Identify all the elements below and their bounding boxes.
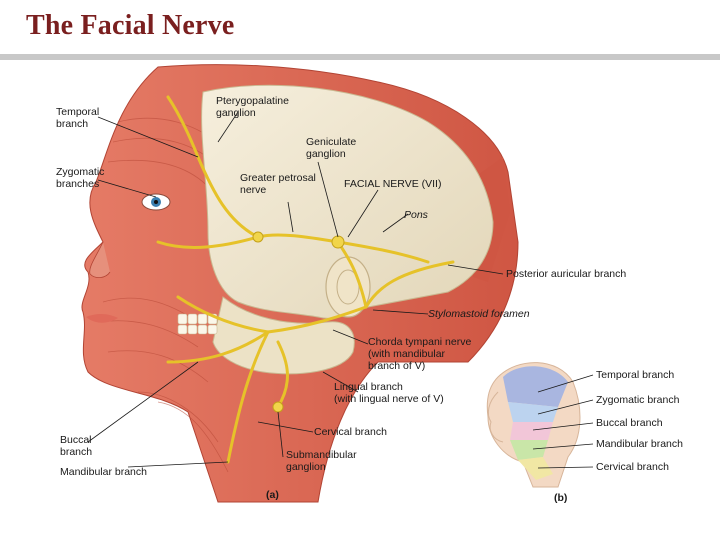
label-geniculate-ganglion: Geniculate ganglion — [306, 136, 357, 160]
region-mandibular — [510, 440, 548, 460]
label-zygomatic-branches: Zygomatic branches — [56, 166, 105, 190]
label-pterygopalatine-ganglion: Pterygopalatine ganglion — [216, 95, 289, 119]
panel-b-profile — [487, 391, 504, 443]
panel-a-label: (a) — [266, 489, 279, 501]
label-chorda-tympani-nerve: Chorda tympani nerve (with mandibular br… — [368, 336, 472, 372]
teeth — [177, 313, 218, 335]
panel-b-head — [486, 362, 581, 488]
label-posterior-auricular-branch: Posterior auricular branch — [506, 268, 627, 280]
label-b-cervical-branch: Cervical branch — [596, 461, 669, 473]
region-buccal — [510, 422, 553, 440]
pupil — [154, 200, 158, 204]
title-divider — [0, 54, 720, 60]
label-mandibular-branch: Mandibular branch — [60, 466, 147, 478]
region-cervical — [518, 457, 553, 480]
label-b-mandibular-branch: Mandibular branch — [596, 438, 683, 450]
label-greater-petrosal-nerve: Greater petrosal nerve — [240, 172, 316, 196]
facial-nerve-paths — [156, 95, 455, 464]
nose — [89, 241, 111, 278]
slide-title: The Facial Nerve — [26, 10, 235, 41]
mandible-bone — [212, 296, 355, 375]
lips — [86, 314, 118, 323]
pointer-lines-b — [532, 374, 594, 469]
label-b-temporal-branch: Temporal branch — [596, 369, 675, 381]
label-facial-nerve-vii: FACIAL NERVE (VII) — [344, 178, 442, 190]
anatomy-illustration — [81, 64, 594, 503]
label-lingual-branch: Lingual branch (with lingual nerve of V) — [334, 381, 444, 405]
label-temporal-branch: Temporal branch — [56, 106, 100, 130]
label-b-zygomatic-branch: Zygomatic branch — [596, 394, 680, 406]
label-stylomastoid-foramen: Stylomastoid foramen — [428, 308, 530, 320]
label-buccal-branch: Buccal branch — [60, 434, 93, 458]
label-cervical-branch: Cervical branch — [314, 426, 387, 438]
label-pons: Pons — [404, 209, 428, 221]
facial-nerve-figure: Temporal branch Zygomatic branches Ptery… — [48, 62, 688, 512]
panel-b-label: (b) — [554, 492, 568, 504]
region-zygomatic — [508, 402, 558, 422]
label-submandibular-ganglion: Submandibular ganglion — [286, 449, 357, 473]
region-temporal — [503, 366, 568, 407]
label-b-buccal-branch: Buccal branch — [596, 417, 663, 429]
pointer-lines-a — [87, 111, 504, 468]
